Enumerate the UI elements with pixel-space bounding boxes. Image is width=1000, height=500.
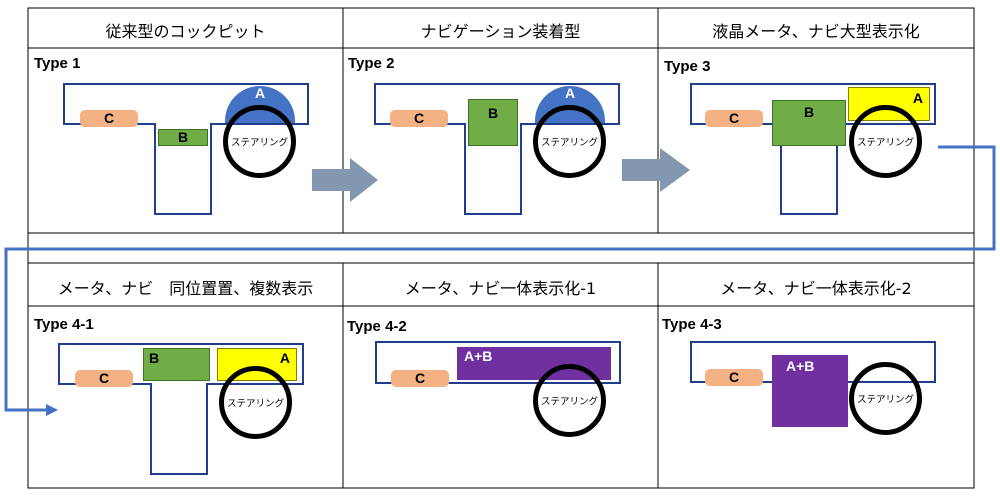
steering-wheel-icon: ステアリング (223, 105, 296, 178)
steering-wheel-icon: ステアリング (533, 364, 606, 437)
header-type-4-3: メータ、ナビ一体表示化-2 (720, 279, 912, 298)
arrow-right-icon (312, 158, 378, 202)
component-c: C (80, 110, 138, 127)
type-label-2: Type 2 (348, 55, 395, 72)
component-b: B (468, 99, 518, 146)
steering-wheel-icon: ステアリング (219, 366, 292, 439)
component-b: B (158, 129, 208, 146)
connector-line (4, 145, 996, 412)
component-a-label: A (279, 350, 290, 366)
component-c: C (75, 370, 133, 387)
steering-wheel-icon: ステアリング (533, 105, 606, 178)
steering-wheel-label: ステアリング (856, 393, 914, 405)
header-type-2: ナビゲーション装着型 (420, 22, 581, 41)
component-c: C (705, 369, 763, 386)
steering-wheel-label: ステアリング (540, 136, 598, 148)
component-a-plus-b-label: A+B (464, 348, 493, 364)
type-label-1: Type 1 (34, 55, 81, 72)
connector-arrowhead-icon (46, 404, 58, 416)
component-c: C (391, 370, 449, 387)
steering-wheel-icon: ステアリング (849, 105, 922, 178)
component-b: B (772, 100, 846, 146)
component-a-plus-b: A+B (772, 355, 848, 427)
type-label-3: Type 3 (664, 58, 711, 75)
center-console-outline (150, 383, 208, 475)
header-type-4-2: メータ、ナビ一体表示化-1 (404, 279, 597, 298)
component-b-label: B (149, 350, 160, 366)
component-a-plus-b-label: A+B (786, 358, 815, 374)
component-c: C (390, 110, 448, 127)
type-label-4-3: Type 4-3 (662, 316, 722, 333)
steering-wheel-icon: ステアリング (849, 362, 922, 435)
steering-wheel-label: ステアリング (856, 136, 914, 148)
component-c: C (705, 110, 763, 127)
component-b: B (143, 348, 210, 381)
type-label-4-1: Type 4-1 (34, 316, 94, 333)
steering-wheel-label: ステアリング (540, 395, 598, 407)
header-type-1: 従来型のコックピット (105, 22, 266, 41)
type-label-4-2: Type 4-2 (347, 318, 407, 335)
arrow-right-icon (622, 148, 690, 192)
component-a-label: A (912, 90, 923, 106)
header-type-4-1: メータ、ナビ 同位置置、複数表示 (57, 279, 314, 298)
steering-wheel-label: ステアリング (226, 397, 284, 409)
steering-wheel-label: ステアリング (230, 136, 288, 148)
header-type-3: 液晶メータ、ナビ大型表示化 (712, 22, 920, 41)
